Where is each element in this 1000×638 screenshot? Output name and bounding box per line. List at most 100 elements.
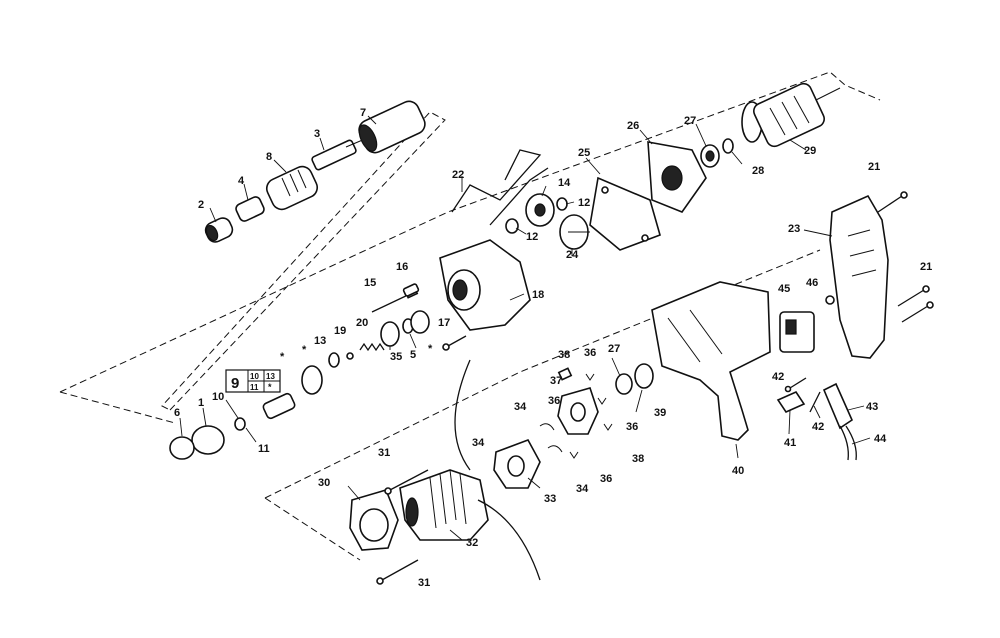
ball-19	[346, 352, 354, 360]
kit-box-cell-a: 10	[250, 372, 259, 381]
callout-24: 24	[566, 249, 579, 261]
brush-holder-33	[493, 439, 541, 489]
kit-box-cell-c: 11	[250, 383, 259, 392]
callout-32: 32	[466, 537, 478, 549]
callout-12-left: 12	[526, 231, 538, 243]
callout-30: 30	[318, 477, 330, 489]
field-32	[399, 469, 489, 541]
callout-19: 19	[334, 325, 346, 337]
callout-27-top: 27	[684, 115, 696, 127]
chuck-key-2	[204, 217, 234, 243]
callout-labels: 6 1 2 4 8 3 7 22 14 12 12 25 26 27 28 29…	[174, 107, 932, 589]
spindle-clutch-9	[262, 365, 323, 420]
callout-27-bottom: 27	[608, 343, 620, 355]
callout-39: 39	[654, 407, 666, 419]
baffle-30	[349, 489, 399, 551]
washer-28	[722, 138, 734, 154]
clutch-hub-star	[410, 310, 430, 334]
chuck-sleeve-8	[265, 165, 319, 211]
chuck-7	[358, 100, 426, 154]
callout-38-top: 38	[558, 349, 570, 361]
callout-10: 10	[212, 391, 224, 403]
bearing-39	[634, 363, 654, 389]
callout-star-1: *	[280, 351, 285, 363]
handle-half-23	[829, 194, 889, 359]
screw-42-a	[784, 377, 807, 393]
armature-29	[741, 82, 841, 148]
kit-box-cell-d: *	[268, 382, 272, 392]
callout-45: 45	[778, 283, 790, 295]
callout-21-right: 21	[920, 261, 932, 273]
ring-6	[169, 436, 195, 460]
callout-29: 29	[804, 145, 816, 157]
callout-16: 16	[396, 261, 408, 273]
callout-40: 40	[732, 465, 744, 477]
motor-housing-40	[651, 281, 771, 441]
spacer-4	[235, 196, 265, 222]
screw-31-bottom	[376, 559, 419, 585]
callout-36-right: 36	[626, 421, 638, 433]
gear-plate-25	[589, 176, 661, 251]
clutch-35	[380, 321, 400, 347]
callout-20: 20	[356, 317, 368, 329]
callout-26: 26	[627, 120, 639, 132]
callout-21-top: 21	[868, 161, 880, 173]
callout-36-bottom: 36	[600, 473, 612, 485]
gear-case-18	[439, 239, 531, 331]
callout-36-top: 36	[584, 347, 596, 359]
callout-4: 4	[238, 175, 245, 187]
callout-36-mid: 36	[548, 395, 560, 407]
switch-45	[779, 311, 815, 353]
brush-springs-36-38	[557, 367, 613, 459]
callout-8: 8	[266, 151, 272, 163]
callout-15: 15	[364, 277, 376, 289]
bearing-plate-26	[647, 141, 707, 213]
callout-6: 6	[174, 407, 180, 419]
kit-box-cell-b: 13	[266, 372, 275, 381]
callout-2: 2	[198, 199, 204, 211]
washer-13	[328, 352, 340, 368]
callout-31-bottom: 31	[418, 577, 430, 589]
callout-34-top: 34	[514, 401, 527, 413]
screws-21	[877, 191, 934, 323]
ring-1	[191, 425, 225, 455]
kit-box-9: 9 10 13 11 *	[225, 369, 281, 393]
gear-14	[525, 193, 555, 227]
brush-34	[539, 423, 563, 453]
screw-31-top	[384, 469, 429, 495]
part-10	[234, 417, 246, 431]
callout-34-left: 34	[472, 437, 485, 449]
spring-20	[359, 342, 385, 352]
callout-17: 17	[438, 317, 450, 329]
callout-12-right: 12	[578, 197, 590, 209]
bearing-27-top	[700, 144, 720, 168]
callout-31-top: 31	[378, 447, 390, 459]
spring-clip-22	[451, 149, 549, 226]
screw-17	[442, 335, 467, 351]
callout-28: 28	[752, 165, 764, 177]
callout-13: 13	[314, 335, 326, 347]
callout-33: 33	[544, 493, 556, 505]
clamp-41	[776, 390, 806, 414]
brush-holder-37	[557, 387, 599, 435]
callout-23: 23	[788, 223, 800, 235]
callout-11: 11	[258, 443, 270, 455]
callout-7: 7	[360, 107, 366, 119]
leader-lines	[179, 115, 871, 541]
callout-3: 3	[314, 128, 320, 140]
callout-star-3: *	[428, 343, 433, 355]
callout-34-bottom: 34	[576, 483, 589, 495]
callout-14: 14	[558, 177, 571, 189]
callout-42-bottom: 42	[812, 421, 824, 433]
callout-22: 22	[452, 169, 464, 181]
callout-37: 37	[550, 375, 562, 387]
bearing-27-bottom	[615, 373, 633, 395]
pin-16	[402, 283, 420, 297]
callout-44: 44	[874, 433, 887, 445]
callout-1: 1	[198, 397, 204, 409]
callout-star-2: *	[302, 344, 307, 356]
callout-38-bottom: 38	[632, 453, 644, 465]
grouping-outline-front	[161, 111, 446, 411]
callout-18: 18	[532, 289, 544, 301]
